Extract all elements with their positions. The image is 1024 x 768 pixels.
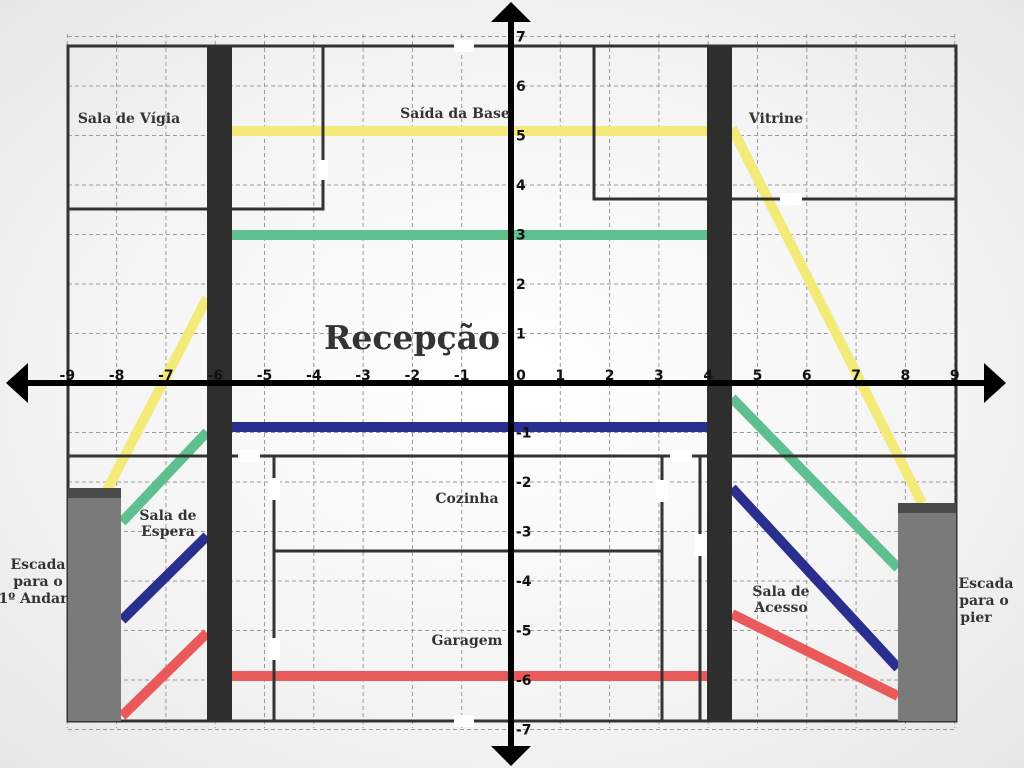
door-kitchen-left (268, 478, 280, 500)
x-tick-label: -7 (158, 368, 174, 384)
door-acesso-top (670, 450, 692, 462)
x-tick-label: 9 (950, 368, 960, 384)
x-tick-label: 5 (753, 368, 763, 384)
door-gaps (238, 40, 802, 727)
door-vigia (318, 160, 328, 180)
label-sala-acesso-1: Sala de (752, 584, 809, 600)
label-vitrine: Vitrine (748, 111, 803, 127)
green-path-left (118, 428, 211, 526)
y-tick-label: 5 (516, 129, 526, 145)
x-tick-label: 6 (802, 368, 812, 384)
label-sala-espera-2: Espera (141, 524, 195, 540)
x-tick-label: 1 (555, 368, 565, 384)
red-path-right (729, 609, 901, 701)
x-axis-arrow-right (984, 363, 1006, 403)
y-tick-label: -7 (516, 723, 532, 739)
y-tick-label: 6 (516, 79, 526, 95)
door-bottom (454, 715, 474, 727)
x-tick-label: 7 (851, 368, 861, 384)
x-tick-label: 4 (703, 368, 713, 384)
x-tick-label: 8 (901, 368, 911, 384)
label-sala-vigia: Sala de Vígia (78, 111, 180, 127)
door-acesso-side (694, 534, 706, 556)
x-tick-label: -9 (60, 368, 76, 384)
x-tick-label: -2 (405, 368, 421, 384)
wall-vitrine (592, 46, 956, 201)
x-tick-label: -4 (306, 368, 322, 384)
x-tick-label: 0 (516, 368, 526, 384)
colored-paths (102, 125, 927, 720)
label-sala-espera-1: Sala de (139, 508, 196, 524)
y-tick-label: 7 (516, 30, 526, 46)
y-tick-label: 3 (516, 228, 526, 244)
label-saida-base: Saída da Base (400, 106, 510, 122)
x-tick-label: -6 (207, 368, 223, 384)
label-stair-left-2: para o (13, 574, 63, 590)
x-axis-arrow-left (6, 363, 28, 403)
door-espera (238, 450, 260, 462)
door-top (454, 40, 474, 52)
blue-path-left (118, 532, 211, 624)
label-garagem: Garagem (432, 633, 503, 649)
green-path-right (728, 394, 902, 572)
stair-right (898, 503, 956, 721)
y-tick-label: -1 (516, 426, 532, 442)
y-tick-label: 2 (516, 277, 526, 293)
x-tick-label: 3 (654, 368, 664, 384)
yellow-path-right (727, 125, 927, 506)
x-tick-labels: -9 -8 -7 -6 -5 -4 -3 -2 -1 0 1 2 3 4 5 6 7 8 9 (60, 368, 960, 384)
title-recepcao: Recepção (324, 318, 500, 357)
label-stair-left-3: 1º Andar (0, 591, 68, 607)
y-tick-label: -2 (516, 475, 532, 491)
y-tick-labels: 7 6 5 4 3 2 1 -1 -2 -3 -4 -5 -6 -7 (516, 30, 532, 739)
label-stair-right-3: pier (960, 610, 992, 626)
label-stair-left-1: Escada (10, 557, 65, 573)
x-tick-label: -3 (355, 368, 371, 384)
x-tick-label: -1 (454, 368, 470, 384)
y-tick-label: 4 (516, 178, 526, 194)
blue-path-right (728, 484, 902, 672)
x-tick-label: -8 (109, 368, 125, 384)
label-cozinha: Cozinha (435, 491, 498, 507)
x-tick-label: 2 (605, 368, 615, 384)
stair-left (68, 488, 121, 721)
axes (6, 2, 1006, 766)
x-tick-label: -5 (257, 368, 273, 384)
door-vitrine (780, 193, 802, 205)
wall-sala-vigia (68, 46, 325, 211)
door-garage (268, 638, 280, 660)
red-path-left (118, 629, 211, 720)
y-tick-label: -3 (516, 525, 532, 541)
y-axis-arrow-bottom (491, 746, 531, 766)
label-sala-acesso-2: Acesso (753, 600, 807, 616)
y-tick-label: -5 (516, 624, 532, 640)
door-kitchen-right (656, 480, 668, 502)
label-stair-right-1: Escada (958, 576, 1013, 592)
label-stair-right-2: para o (959, 593, 1009, 609)
y-axis-arrow-top (491, 2, 531, 22)
y-tick-label: -6 (516, 673, 532, 689)
y-tick-label: 1 (516, 327, 526, 343)
y-tick-label: -4 (516, 574, 532, 590)
yellow-path (102, 295, 212, 493)
